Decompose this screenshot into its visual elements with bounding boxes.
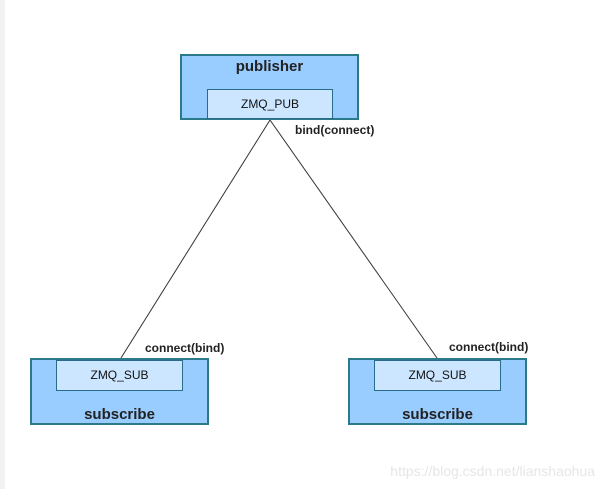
- subscriber-title-left: subscribe: [84, 406, 155, 423]
- subscriber-title-right: subscribe: [402, 406, 473, 423]
- left-margin-strip: [0, 0, 5, 489]
- watermark-text: https://blog.csdn.net/lianshaohua: [390, 463, 595, 479]
- connection-line-right: [269, 119, 438, 359]
- subscriber-edge-label-left: connect(bind): [145, 341, 225, 355]
- connection-line-left: [120, 119, 271, 359]
- zmq-pub-socket: ZMQ_PUB: [207, 89, 333, 119]
- zmq-sub-socket-right: ZMQ_SUB: [374, 360, 501, 391]
- publisher-title: publisher: [235, 58, 304, 75]
- subscriber-node-right: ZMQ_SUB subscribe: [348, 358, 527, 425]
- subscriber-edge-label-right: connect(bind): [449, 340, 529, 354]
- zmq-sub-socket-left: ZMQ_SUB: [56, 360, 183, 391]
- publisher-node: publisher ZMQ_PUB: [180, 54, 359, 120]
- subscriber-node-left: ZMQ_SUB subscribe: [30, 358, 209, 425]
- publisher-edge-label: bind(connect): [295, 123, 375, 137]
